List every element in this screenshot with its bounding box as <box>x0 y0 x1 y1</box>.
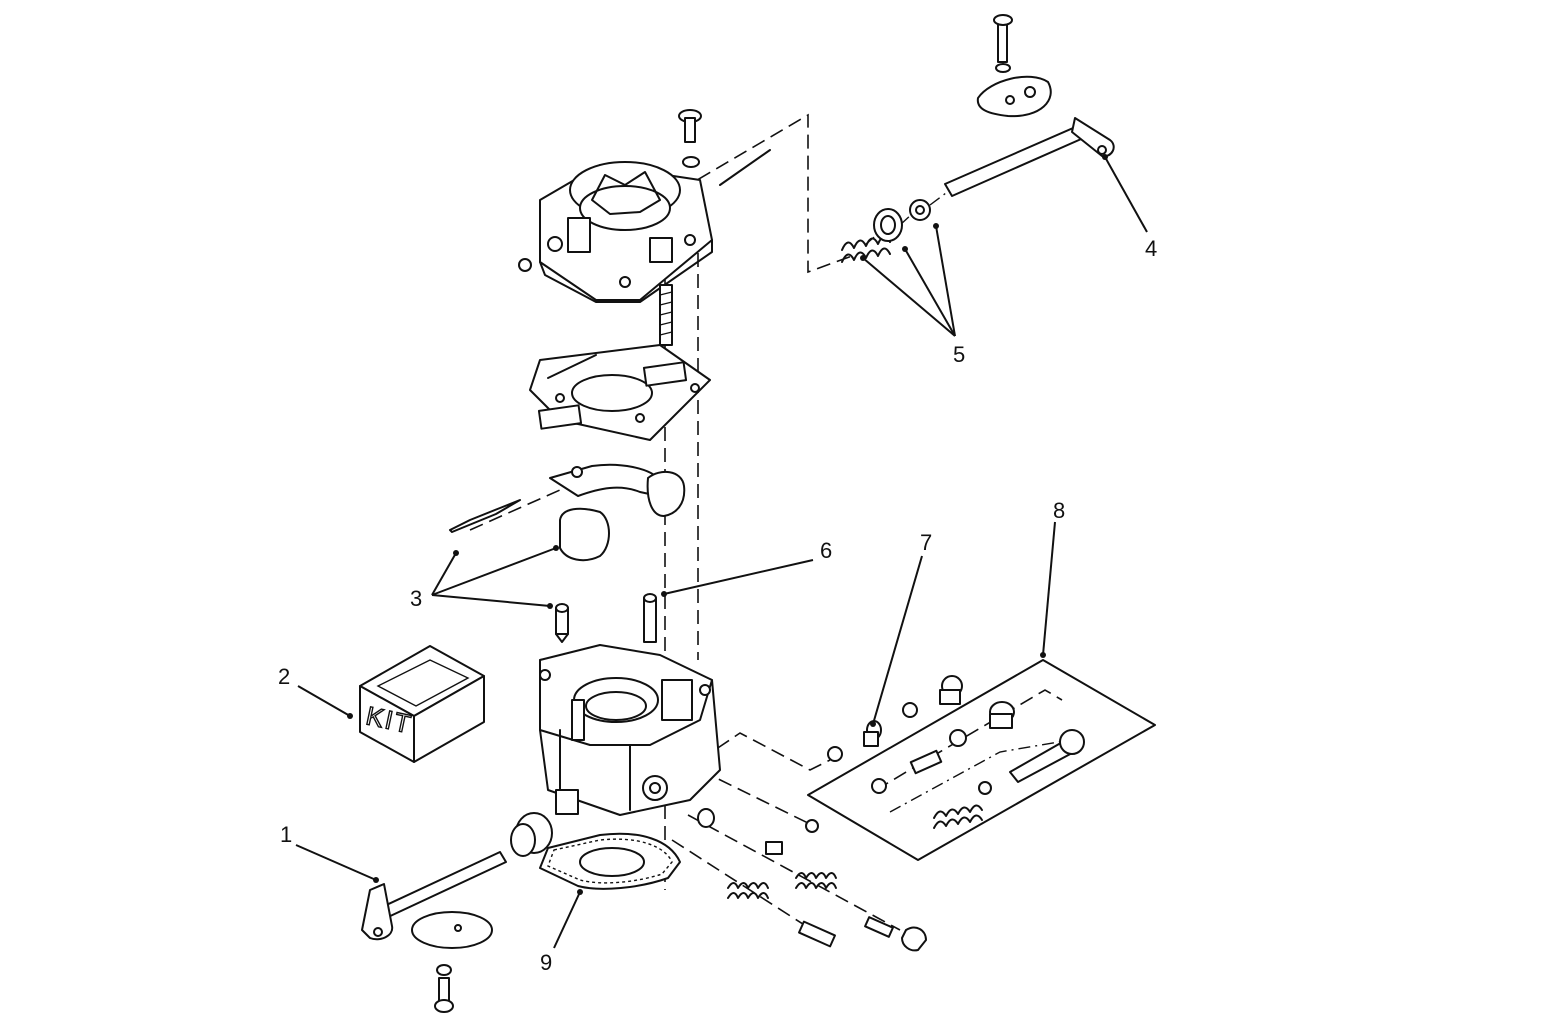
needle-valve <box>555 603 569 643</box>
callout-5: 5 <box>953 342 965 367</box>
air-horn-top-body <box>518 161 713 303</box>
top-screw <box>678 109 702 168</box>
callout-6: 6 <box>820 538 832 563</box>
choke-pin <box>719 149 771 186</box>
threaded-stud <box>659 284 673 346</box>
callout-9: 9 <box>540 950 552 975</box>
idle-mixture-screws <box>697 808 927 952</box>
callout-labels: 1 2 3 4 5 6 7 8 9 <box>278 236 1157 975</box>
kit-parts-panel <box>807 659 1156 861</box>
carburetor-main-body <box>539 644 721 816</box>
choke-shaft-lever <box>944 117 1115 197</box>
callout-3: 3 <box>410 586 422 611</box>
float-assembly <box>449 463 686 562</box>
upper-gasket <box>529 344 711 441</box>
callout-7: 7 <box>920 530 932 555</box>
callout-1: 1 <box>280 822 292 847</box>
choke-plate-assembly <box>976 14 1052 118</box>
spring-and-seals <box>841 199 931 263</box>
callout-8: 8 <box>1053 498 1065 523</box>
kit-box: KIT <box>359 645 485 763</box>
throttle-shaft-assembly <box>361 812 553 1013</box>
base-gasket <box>539 832 681 890</box>
callout-2: 2 <box>278 664 290 689</box>
callout-4: 4 <box>1145 236 1157 261</box>
pump-plunger <box>643 593 657 643</box>
leader-lines <box>295 154 1148 949</box>
